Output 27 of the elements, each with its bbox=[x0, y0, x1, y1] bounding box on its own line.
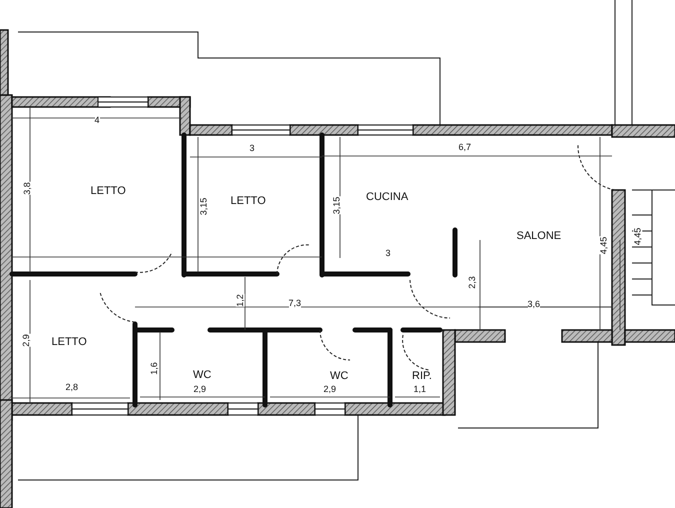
dimension-label: 4 bbox=[94, 116, 100, 124]
room-label: CUCINA bbox=[366, 192, 408, 202]
room-label: LETTO bbox=[52, 336, 87, 348]
dimension-label: 3,15 bbox=[332, 196, 342, 214]
dimension-label: 2,8 bbox=[66, 382, 78, 392]
room-label: LETTO bbox=[90, 186, 126, 196]
dimension-label: 2,3 bbox=[467, 276, 476, 288]
dimension-label: 3,8 bbox=[22, 182, 32, 194]
dimension-label: 2,9 bbox=[21, 334, 30, 346]
room-label: WC bbox=[330, 370, 348, 382]
room-label: LETTO bbox=[230, 196, 266, 206]
room-label: RIP. bbox=[412, 370, 432, 382]
dimension-label: 1,6 bbox=[149, 362, 158, 374]
dimension-label: 4,45 bbox=[599, 236, 608, 254]
dimension-label: 7,3 bbox=[288, 298, 302, 308]
dimension-label: 3 bbox=[250, 144, 255, 152]
dimension-label: 6,7 bbox=[458, 142, 472, 152]
dimension-label: 3,6 bbox=[528, 300, 540, 308]
dimension-label: 1,2 bbox=[235, 294, 244, 306]
dimension-label: 3,15 bbox=[199, 197, 208, 215]
room-label: SALONE bbox=[516, 230, 562, 242]
dimension-label: 3 bbox=[386, 248, 391, 258]
dimension-label: 1,1 bbox=[414, 384, 426, 394]
room-label: WC bbox=[193, 370, 212, 380]
dimension-label: 2,9 bbox=[194, 384, 206, 394]
dimension-label: 4,45 bbox=[633, 227, 642, 245]
dimension-label: 2,9 bbox=[324, 384, 336, 394]
